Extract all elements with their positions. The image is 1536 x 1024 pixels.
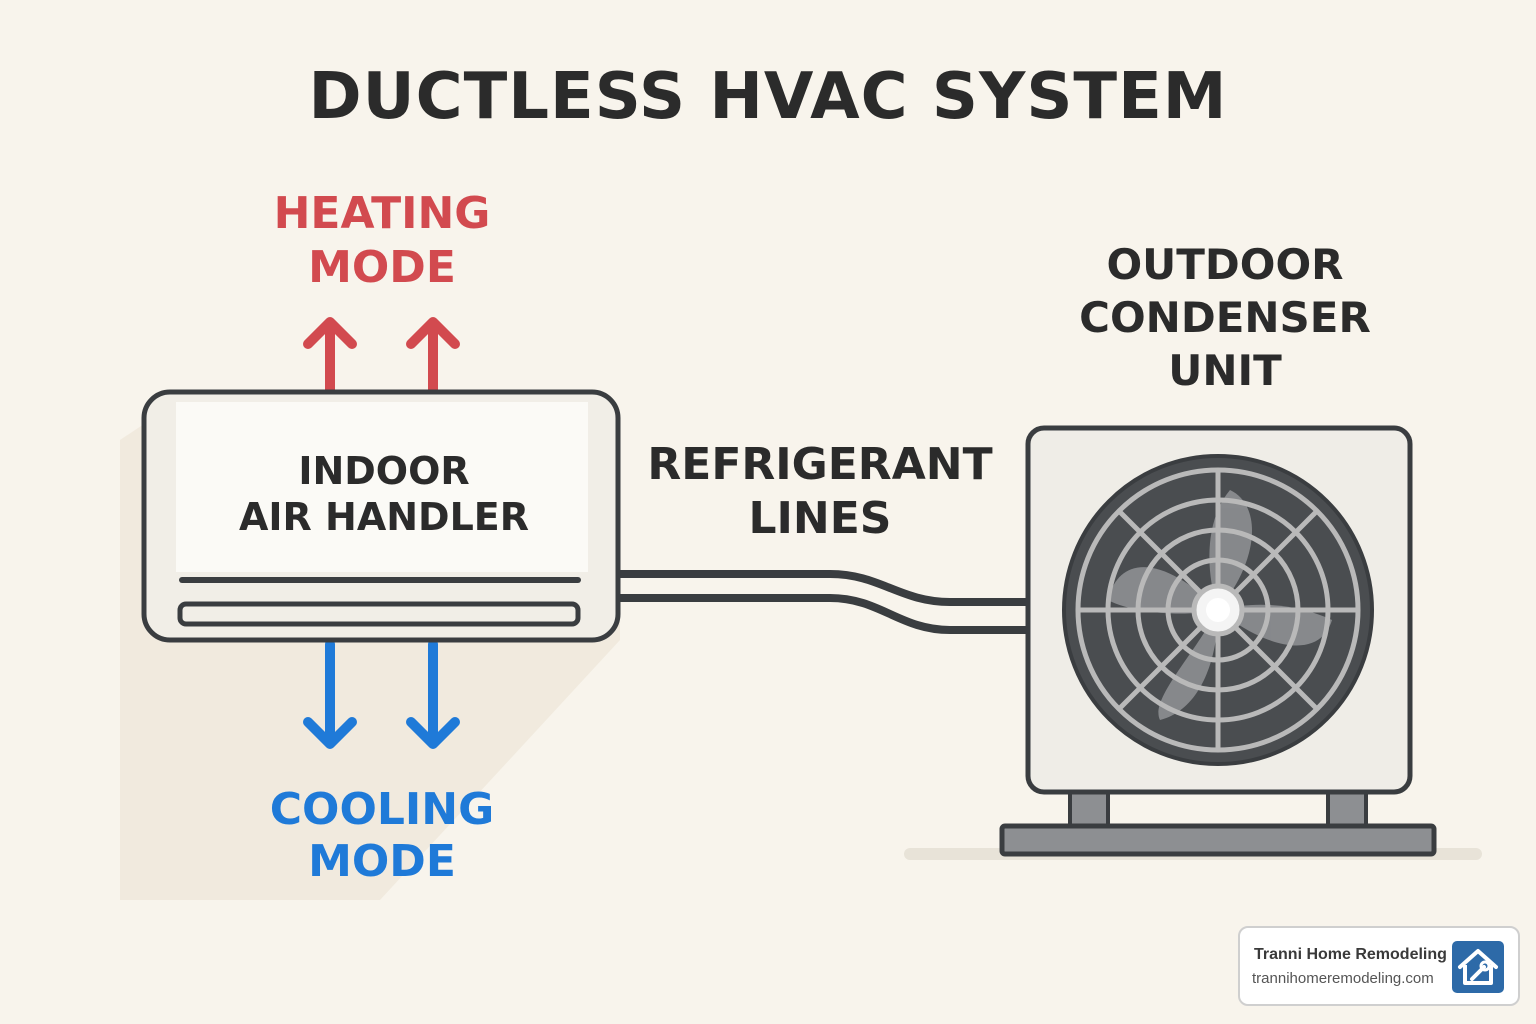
arrow-down-icon <box>303 639 357 749</box>
heating-arrows <box>303 317 460 395</box>
outdoor-condenser-unit <box>999 425 1437 857</box>
fan-icon <box>1062 454 1374 766</box>
outdoor-unit-label: OUTDOOR CONDENSER UNIT <box>1040 238 1410 397</box>
refrigerant-lines <box>614 570 1032 634</box>
indoor-air-handler <box>141 389 621 643</box>
indoor-unit-line1: INDOOR <box>298 449 470 493</box>
outdoor-unit-line1: OUTDOOR <box>1106 240 1344 289</box>
indoor-unit-line2: AIR HANDLER <box>238 495 530 539</box>
cooling-mode-line2: MODE <box>308 836 456 887</box>
refrigerant-line1: REFRIGERANT <box>647 439 993 490</box>
brand-url[interactable]: trannihomeremodeling.com <box>1252 970 1434 987</box>
refrigerant-lines-label: REFRIGERANT LINES <box>630 438 1010 546</box>
brand-badge[interactable]: Tranni Home Remodeling trannihomeremodel… <box>1238 926 1520 1006</box>
cooling-mode-line1: COOLING <box>269 784 495 835</box>
brand-name: Tranni Home Remodeling <box>1254 946 1447 963</box>
outdoor-unit-line3: UNIT <box>1168 346 1282 395</box>
outdoor-unit-line2: CONDENSER <box>1079 293 1371 342</box>
cooling-mode-label: COOLING MODE <box>240 784 524 888</box>
indoor-unit-label: INDOOR AIR HANDLER <box>178 448 590 540</box>
heating-mode-line2: MODE <box>308 242 456 293</box>
page-title: DUCTLESS HVAC SYSTEM <box>308 60 1228 134</box>
arrow-up-icon <box>303 317 357 395</box>
arrow-down-icon <box>406 639 460 749</box>
heating-mode-label: HEATING MODE <box>240 187 524 295</box>
arrow-up-icon <box>406 317 460 395</box>
cooling-arrows <box>303 639 460 749</box>
refrigerant-line2: LINES <box>748 493 892 544</box>
house-wrench-icon <box>1452 941 1504 993</box>
heating-mode-line1: HEATING <box>273 188 491 239</box>
